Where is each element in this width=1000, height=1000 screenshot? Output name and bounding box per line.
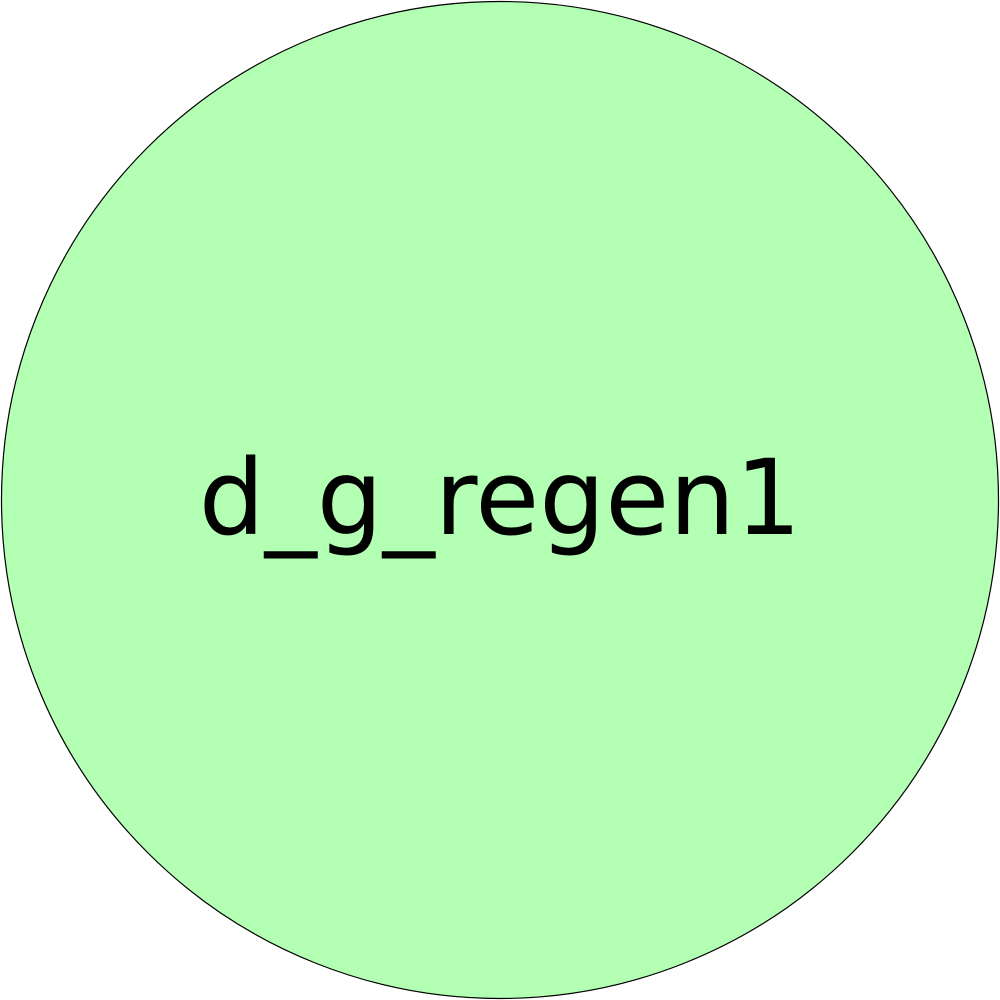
node-label: d_g_regen1: [199, 437, 802, 559]
